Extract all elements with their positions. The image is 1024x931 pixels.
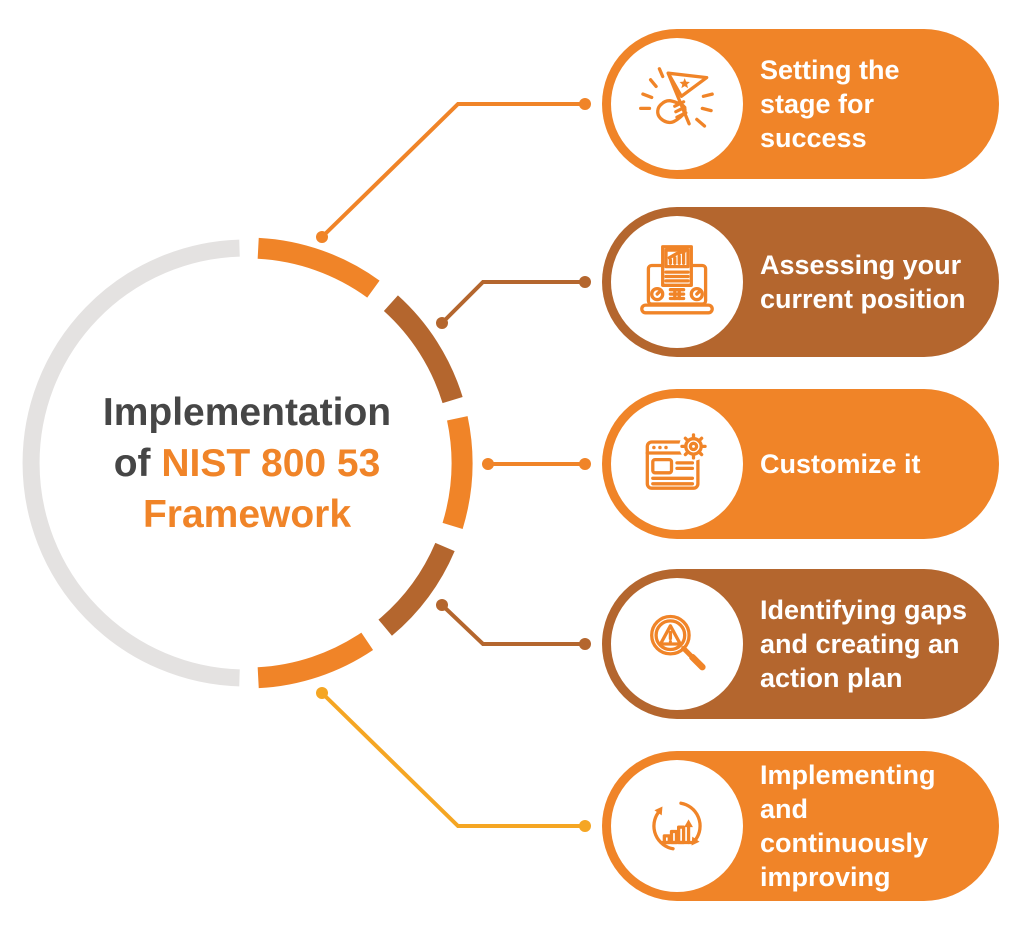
card-identifying-gaps: Identifying gaps and creating an action … <box>602 569 999 719</box>
connector-4 <box>436 599 591 650</box>
connector-3 <box>482 458 591 470</box>
gap-analysis-magnifier-icon <box>650 614 706 671</box>
card-customize-it: Customize it <box>602 389 999 539</box>
card-implementing-improving: Implementing and continuously improving <box>602 751 999 901</box>
flag-in-hand-icon <box>639 67 714 128</box>
card-icon-badge <box>611 38 743 170</box>
card-label: Assessing your current position <box>760 250 966 314</box>
center-title-line2: of NIST 800 53 <box>113 442 381 485</box>
assessment-report-laptop-icon <box>640 245 714 315</box>
ring-segment-1 <box>257 237 380 298</box>
card-icon-badge <box>611 578 743 710</box>
connector-2 <box>436 276 591 329</box>
ring-gray-arc <box>22 239 240 687</box>
card-icon-badge <box>611 216 743 348</box>
center-title: Implementation of NIST 800 53 Framework <box>27 387 467 540</box>
ring-segment-2 <box>383 295 463 404</box>
continuous-improvement-icon <box>652 801 702 851</box>
connector-5 <box>316 687 591 832</box>
ring-segment-5 <box>257 632 374 689</box>
card-assessing-position: Assessing your current position <box>602 207 999 357</box>
connector-1 <box>316 98 591 243</box>
card-label: Customize it <box>760 449 921 479</box>
center-title-line3: Framework <box>142 493 352 536</box>
card-setting-the-stage: Setting the stage for success <box>602 29 999 179</box>
customize-browser-gear-icon <box>645 432 708 490</box>
ring-segment-4 <box>378 542 455 636</box>
card-label: Setting the stage for success <box>760 55 900 153</box>
center-title-line1: Implementation <box>102 391 392 434</box>
ring-segment-3 <box>442 416 473 529</box>
card-label: Identifying gaps and creating an action … <box>760 595 968 693</box>
card-icon-badge <box>611 398 743 530</box>
card-label: Implementing and continuously improving <box>760 760 936 892</box>
card-icon-badge <box>611 760 743 892</box>
